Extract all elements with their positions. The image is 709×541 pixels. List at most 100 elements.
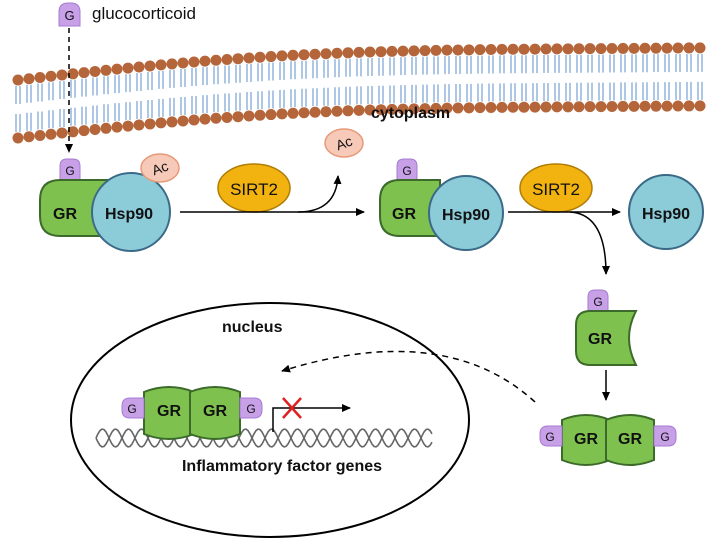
gr-label: GR	[203, 403, 227, 420]
lipid-head	[683, 42, 695, 54]
g-label: G	[65, 164, 74, 178]
glucocorticoid-g-label: G	[64, 8, 74, 23]
lipid-head	[386, 103, 398, 115]
gr-dimer-cytoplasm: GR GR G G	[539, 414, 677, 466]
lipid-head	[188, 114, 200, 126]
lipid-head	[672, 100, 684, 112]
lipid-head	[67, 126, 79, 138]
lipid-head	[254, 51, 266, 63]
nucleus-label: nucleus	[222, 319, 283, 336]
lipid-head	[34, 71, 46, 83]
lipid-head	[265, 109, 277, 121]
lipid-head	[496, 101, 508, 113]
lipid-head	[419, 45, 431, 57]
lipid-head	[672, 42, 684, 54]
lipid-head	[584, 101, 596, 113]
lipid-head	[639, 42, 651, 54]
lipid-head	[485, 44, 497, 56]
lipid-head	[331, 47, 343, 59]
gr-hsp90-complex-acetylated: G GR Hsp90 Ac	[39, 153, 180, 252]
lipid-head	[78, 125, 90, 137]
lipid-head	[12, 132, 24, 144]
lipid-head	[507, 101, 519, 113]
lipid-head	[298, 49, 310, 61]
lipid-head	[551, 101, 563, 113]
hsp90-label: Hsp90	[642, 206, 690, 223]
lipid-head	[606, 101, 618, 113]
lipid-head	[529, 101, 541, 113]
glucocorticoid-label: glucocorticoid	[92, 4, 196, 23]
lipid-head	[309, 48, 321, 60]
lipid-head	[463, 102, 475, 114]
blocked-x-icon	[282, 397, 302, 419]
lipid-head	[342, 105, 354, 117]
lipid-head	[221, 111, 233, 123]
lipid-head	[89, 65, 101, 77]
lipid-head	[287, 107, 299, 119]
inflammatory-genes-label: Inflammatory factor genes	[182, 458, 382, 475]
lipid-head	[661, 100, 673, 112]
lipid-head	[364, 104, 376, 116]
lipid-head	[144, 118, 156, 130]
lipid-head	[199, 113, 211, 125]
lipid-head	[276, 108, 288, 120]
lipid-head	[199, 55, 211, 67]
lipid-head	[78, 67, 90, 79]
lipid-head	[474, 102, 486, 114]
cytoplasm-label: cytoplasm	[371, 105, 450, 122]
gr-label: GR	[574, 431, 598, 448]
lipid-head	[56, 69, 68, 81]
lipid-head	[287, 49, 299, 61]
lipid-head	[155, 59, 167, 71]
lipid-head	[210, 54, 222, 66]
lipid-head	[595, 43, 607, 55]
lipid-head	[540, 43, 552, 55]
lipid-head	[441, 102, 453, 114]
lipid-head	[375, 104, 387, 116]
lipid-head	[408, 45, 420, 57]
sirt2-label: SIRT2	[532, 180, 580, 199]
lipid-head	[562, 101, 574, 113]
lipid-head	[265, 51, 277, 63]
lipid-head	[452, 102, 464, 114]
glucocorticoid-ligand: G	[58, 2, 81, 27]
lipid-head	[12, 74, 24, 86]
lipid-head	[661, 42, 673, 54]
lipid-head	[243, 52, 255, 64]
lipid-head	[694, 100, 706, 112]
nuclear-translocation-arrow	[281, 350, 536, 403]
lipid-head	[518, 101, 530, 113]
lipid-head	[111, 63, 123, 75]
g-label: G	[660, 430, 669, 444]
g-label: G	[545, 430, 554, 444]
lipid-head	[353, 46, 365, 58]
lipid-head	[320, 48, 332, 60]
lipid-head	[419, 103, 431, 115]
lipid-head	[595, 101, 607, 113]
g-label: G	[246, 402, 255, 416]
lipid-head	[188, 56, 200, 68]
lipid-head	[232, 111, 244, 123]
lipid-head	[529, 43, 541, 55]
lipid-head	[408, 103, 420, 115]
sirt2-enzyme-2: SIRT2	[519, 163, 593, 213]
ac-label: Ac	[150, 158, 171, 179]
lipid-head	[683, 100, 695, 112]
lipid-head	[133, 119, 145, 131]
hsp90-label: Hsp90	[105, 206, 153, 223]
lipid-head	[463, 44, 475, 56]
lipid-head	[320, 106, 332, 118]
lipid-head	[177, 57, 189, 69]
lipid-head	[628, 100, 640, 112]
lipid-head	[144, 60, 156, 72]
lipid-head	[298, 107, 310, 119]
lipid-head	[342, 47, 354, 59]
lipid-head	[23, 131, 35, 143]
cell-membrane	[12, 42, 706, 144]
lipid-head	[375, 46, 387, 58]
lipid-head	[254, 109, 266, 121]
lipid-head	[353, 104, 365, 116]
lipid-head	[166, 116, 178, 128]
lipid-head	[45, 70, 57, 82]
